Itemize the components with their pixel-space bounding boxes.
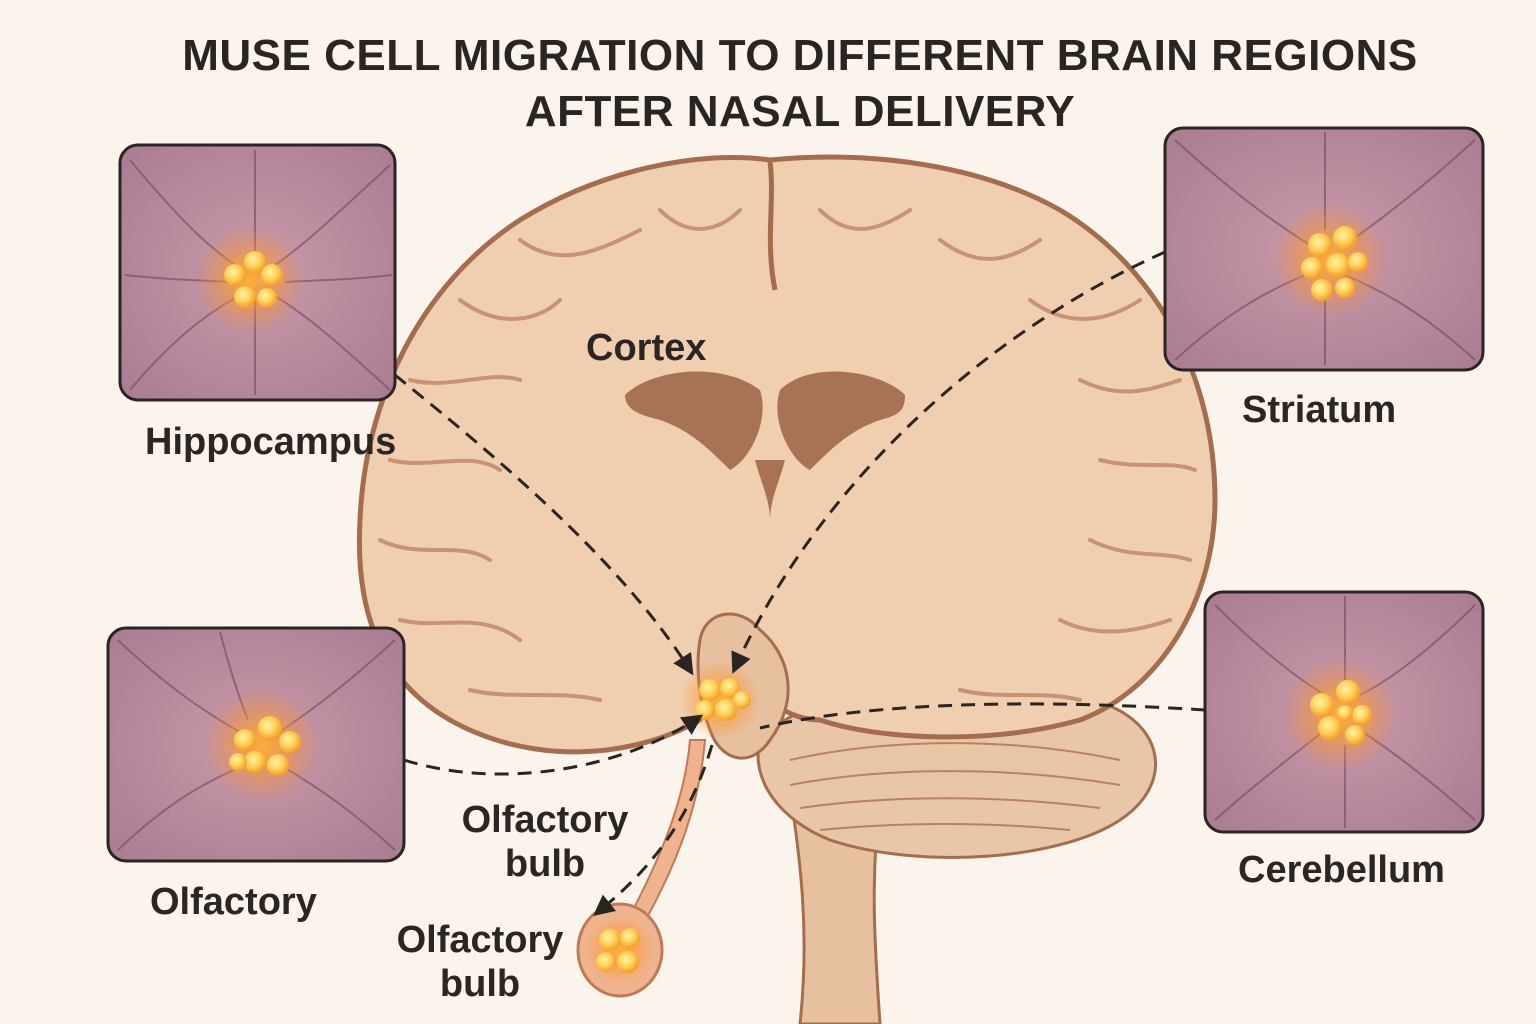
title-line-2: AFTER NASAL DELIVERY [524,87,1076,136]
label-cortex: Cortex [586,327,707,369]
label-olfactory-bulb-upper-line2: bulb [504,843,586,885]
longitudinal-fissure [767,161,778,291]
label-olfactory-bulb-lower-line2: bulb [439,963,521,1005]
arrow-hippocampus [394,373,694,676]
panel-olfactory [106,626,406,863]
brain [356,154,1218,1024]
label-hippocampus: Hippocampus [145,421,397,463]
arrow-cerebellum [759,702,1206,730]
arrow-striatum [731,250,1166,674]
panel-hippocampus [118,143,397,402]
cell-cluster-olfactory-bulb [586,916,654,984]
label-cerebellum: Cerebellum [1238,849,1445,891]
diagram-title: MUSE CELL MIGRATION TO DIFFERENT BRAIN R… [0,28,1536,140]
gyri [378,208,1197,702]
label-olfactory: Olfactory [150,881,317,923]
cerebrum [356,154,1218,755]
label-striatum: Striatum [1242,389,1397,431]
cell-cluster-midbrain [680,660,760,740]
label-olfactory-bulb-upper-line1: Olfactory [461,799,629,841]
title-line-1: MUSE CELL MIGRATION TO DIFFERENT BRAIN R… [182,31,1418,80]
arrow-olfactory-bulb [593,744,714,916]
ventricles [625,371,905,520]
label-olfactory-bulb-lower-line1: Olfactory [396,919,564,961]
label-olfactory-bulb-lower: Olfactory bulb [385,918,575,1006]
panel-cerebellum [1203,590,1485,834]
label-olfactory-bulb-upper: Olfactory bulb [450,798,640,886]
migration-arrows [394,250,1206,916]
panel-striatum [1163,126,1485,372]
